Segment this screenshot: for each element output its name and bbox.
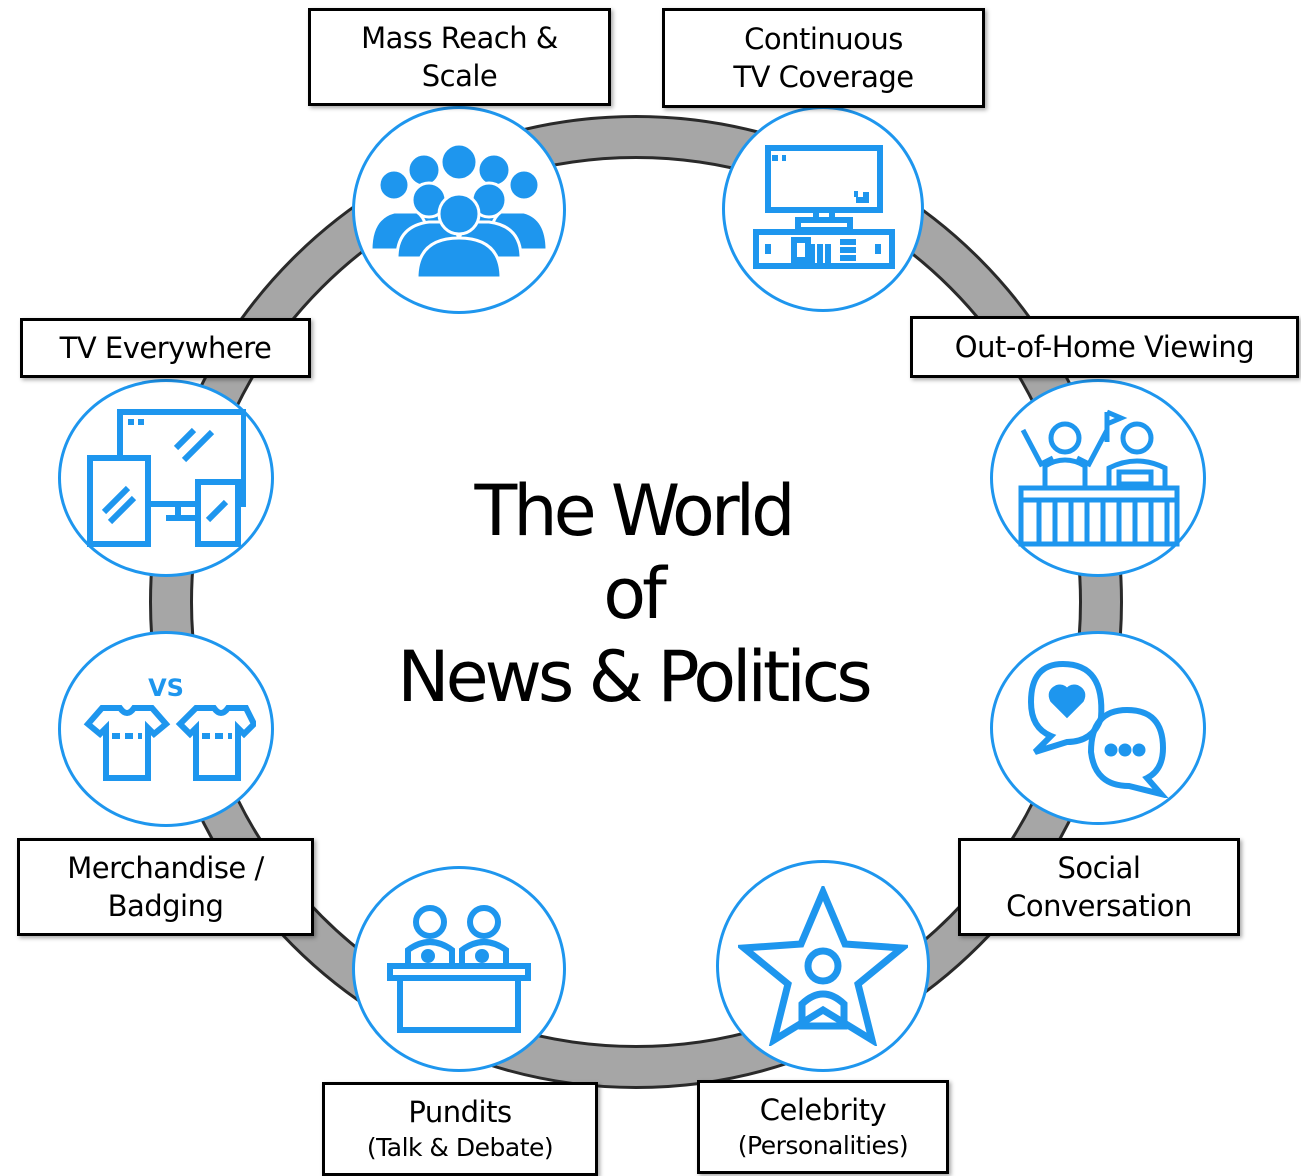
label-out-of-home: Out-of-Home Viewing (910, 316, 1299, 378)
node-out-of-home (990, 379, 1206, 577)
label-merchandise: Merchandise / Badging (17, 838, 314, 936)
label-celebrity: Celebrity (Personalities) (697, 1080, 949, 1174)
label-celebrity-line2: (Personalities) (737, 1131, 909, 1160)
label-social-line2: Conversation (1006, 889, 1192, 923)
label-out-of-home-line1: Out-of-Home Viewing (954, 330, 1255, 364)
label-tv-coverage-line2: TV Coverage (733, 60, 914, 94)
node-social (990, 631, 1206, 825)
node-pundits (352, 866, 566, 1072)
node-celebrity (716, 860, 930, 1072)
tv-console-icon (753, 145, 895, 269)
node-tv-everywhere (58, 379, 274, 577)
node-merchandise: VS (58, 631, 274, 827)
label-merchandise-line1: Merchandise / (67, 851, 264, 885)
label-tv-everywhere: TV Everywhere (20, 318, 311, 378)
vs-text: VS (148, 674, 184, 702)
label-celebrity-line1: Celebrity (759, 1093, 887, 1127)
versus-shirts-icon: VS (83, 674, 256, 781)
label-pundits: Pundits (Talk & Debate) (322, 1082, 598, 1176)
title-line-1: The World (474, 470, 795, 552)
diagram-title: The World of News & Politics (333, 470, 933, 719)
star-person-icon (738, 886, 908, 1046)
label-tv-coverage: Continuous TV Coverage (662, 8, 985, 108)
label-merchandise-line2: Badging (107, 889, 224, 923)
label-social: Social Conversation (958, 838, 1240, 936)
label-mass-reach-line1: Mass Reach & (361, 21, 558, 55)
label-pundits-line1: Pundits (408, 1095, 512, 1129)
label-social-line1: Social (1057, 851, 1141, 885)
label-mass-reach-line2: Scale (421, 59, 498, 93)
label-mass-reach: Mass Reach & Scale (308, 8, 611, 106)
chat-bubbles-heart-icon (1027, 660, 1169, 798)
crowd-icon (369, 142, 549, 280)
multi-device-icon (87, 409, 246, 547)
node-mass-reach (352, 106, 566, 314)
label-tv-coverage-line1: Continuous (744, 22, 903, 56)
title-line-3: News & Politics (397, 636, 873, 718)
label-tv-everywhere-line1: TV Everywhere (59, 331, 272, 365)
node-tv-coverage (722, 106, 924, 312)
label-pundits-line2: (Talk & Debate) (366, 1133, 554, 1162)
audience-at-venue-icon (1018, 409, 1180, 547)
debate-panel-icon (387, 905, 531, 1033)
title-line-2: of (603, 553, 666, 635)
